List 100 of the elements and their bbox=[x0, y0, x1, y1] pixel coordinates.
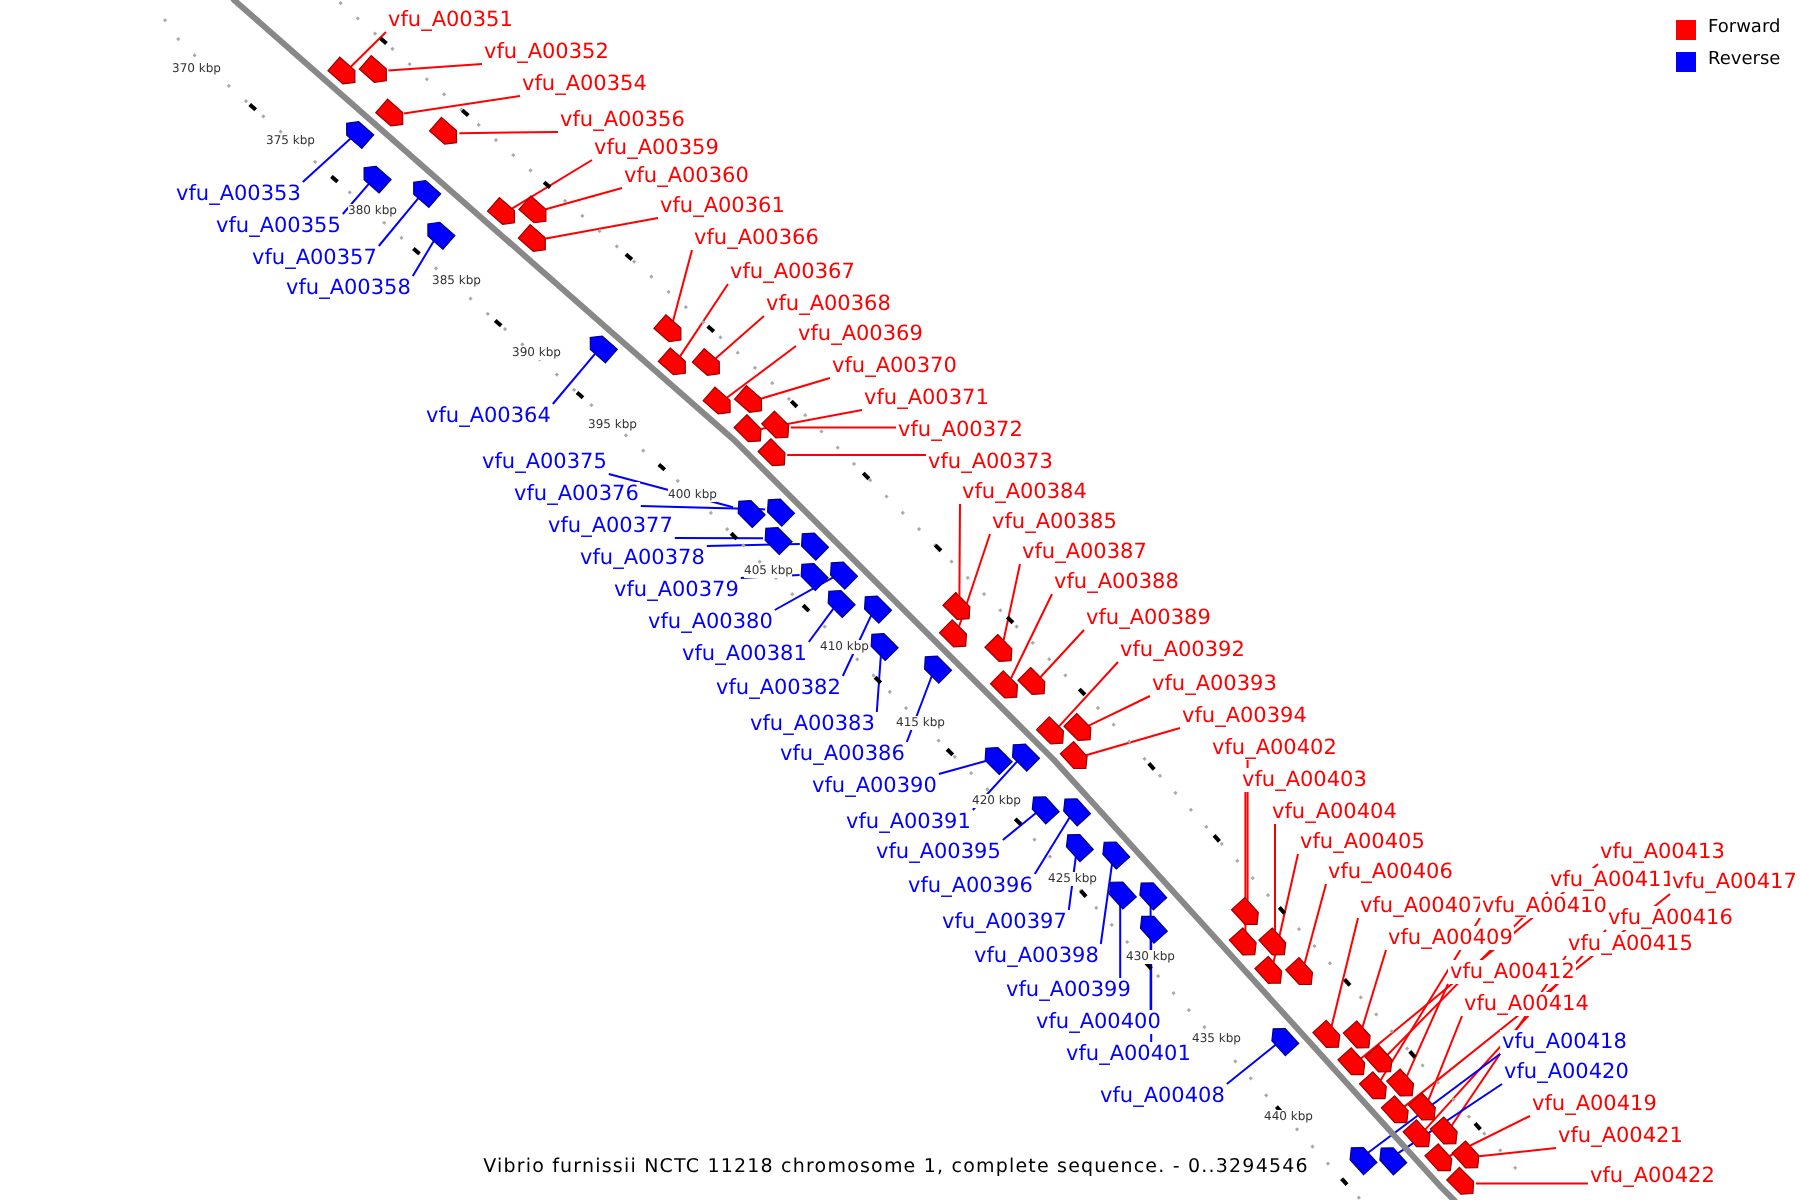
gene-feature bbox=[589, 335, 619, 364]
gene-feature bbox=[733, 384, 763, 413]
gene-label: vfu_A00373 bbox=[926, 450, 1055, 474]
gene-feature bbox=[800, 532, 830, 561]
gene-feature bbox=[1424, 1142, 1453, 1172]
leader-line bbox=[807, 607, 835, 643]
leader-line bbox=[1427, 1015, 1463, 1102]
gene-feature bbox=[989, 670, 1019, 699]
gene-feature bbox=[923, 655, 953, 684]
gene-feature bbox=[1284, 956, 1314, 986]
leader-line bbox=[679, 283, 729, 358]
gene-feature bbox=[1364, 1044, 1393, 1073]
leader-line bbox=[705, 543, 801, 547]
gene-label: vfu_A00408 bbox=[1098, 1084, 1227, 1108]
gene-feature bbox=[1402, 1118, 1431, 1148]
leader-line bbox=[1330, 917, 1359, 1028]
gene-label: vfu_A00359 bbox=[592, 136, 721, 160]
gene-feature bbox=[1139, 915, 1169, 945]
gene-feature bbox=[327, 56, 356, 85]
leader-line bbox=[551, 352, 596, 405]
legend-label: Reverse bbox=[1708, 50, 1781, 70]
leader-line bbox=[875, 655, 882, 713]
caption: Vibrio furnissii NCTC 11218 chromosome 1, complete sequence. - 0..3294546 bbox=[483, 1156, 1309, 1178]
gene-feature bbox=[760, 410, 790, 439]
gene-feature bbox=[938, 619, 968, 648]
gene-label: vfu_A00400 bbox=[1034, 1010, 1163, 1034]
leader-line bbox=[349, 31, 387, 68]
gene-feature bbox=[766, 498, 796, 527]
gene-feature bbox=[1337, 1046, 1366, 1076]
leader-line bbox=[760, 409, 863, 430]
gene-feature bbox=[518, 195, 547, 224]
gene-feature bbox=[1385, 1068, 1415, 1097]
leader-line bbox=[937, 760, 987, 775]
gene-feature bbox=[413, 180, 442, 209]
gene-label: vfu_A00390 bbox=[810, 774, 939, 798]
gene-feature bbox=[653, 313, 682, 343]
leader-line bbox=[1119, 905, 1122, 979]
gene-feature bbox=[757, 437, 786, 467]
gene-label: vfu_A00417 bbox=[1670, 870, 1799, 894]
gene-label: vfu_A00370 bbox=[830, 354, 959, 378]
leader-line bbox=[1274, 823, 1276, 932]
gene-label: vfu_A00354 bbox=[520, 72, 649, 96]
gene-label: vfu_A00396 bbox=[906, 874, 1035, 898]
gene-feature bbox=[863, 595, 893, 624]
gene-feature bbox=[427, 221, 456, 251]
gene-label: vfu_A00389 bbox=[1084, 606, 1213, 630]
gene-label: vfu_A00376 bbox=[512, 482, 641, 506]
gene-label: vfu_A00413 bbox=[1598, 840, 1727, 864]
leader-line bbox=[411, 240, 435, 277]
gene-feature bbox=[1108, 881, 1138, 910]
gene-feature bbox=[1063, 712, 1092, 742]
gene-feature bbox=[1451, 1140, 1480, 1169]
gene-feature bbox=[374, 98, 404, 127]
gene-feature bbox=[1031, 796, 1060, 825]
gene-label: vfu_A00394 bbox=[1180, 704, 1309, 728]
gene-feature bbox=[827, 589, 856, 619]
gene-label: vfu_A00357 bbox=[250, 246, 379, 270]
gene-label: vfu_A00384 bbox=[960, 480, 1089, 504]
gene-label: vfu_A00353 bbox=[174, 182, 303, 206]
leader-line bbox=[458, 131, 559, 135]
gene-label: vfu_A00419 bbox=[1530, 1092, 1659, 1116]
gene-feature bbox=[737, 499, 766, 529]
leader-line bbox=[1244, 791, 1247, 932]
gene-feature bbox=[1063, 798, 1092, 827]
gene-label: vfu_A00386 bbox=[778, 742, 907, 766]
gene-label: vfu_A00355 bbox=[214, 214, 343, 238]
gene-label: vfu_A00387 bbox=[1020, 540, 1149, 564]
leader-line bbox=[958, 503, 961, 597]
gene-feature bbox=[1011, 743, 1041, 772]
leader-line bbox=[958, 533, 991, 628]
gene-label: vfu_A00383 bbox=[748, 712, 877, 736]
leader-line bbox=[387, 63, 483, 72]
gene-label: vfu_A00360 bbox=[622, 164, 751, 188]
gene-feature bbox=[984, 746, 1013, 776]
gene-feature bbox=[1312, 1019, 1341, 1048]
leader-line bbox=[301, 137, 352, 183]
gene-feature bbox=[1379, 1147, 1408, 1176]
gene-feature bbox=[1429, 1116, 1458, 1145]
gene-feature bbox=[1065, 834, 1095, 863]
gene-feature bbox=[1059, 740, 1088, 770]
gene-feature bbox=[1139, 882, 1168, 911]
leader-line bbox=[639, 505, 767, 511]
gene-label: vfu_A00367 bbox=[728, 260, 857, 284]
leader-line bbox=[760, 377, 831, 400]
gene-label: vfu_A00393 bbox=[1150, 672, 1279, 696]
gene-feature bbox=[691, 347, 720, 376]
gene-label: vfu_A00395 bbox=[874, 840, 1003, 864]
gene-feature bbox=[800, 562, 829, 592]
leader-line bbox=[1002, 563, 1021, 642]
leader-line bbox=[786, 454, 927, 456]
gene-label: vfu_A00418 bbox=[1500, 1030, 1629, 1054]
gene-label: vfu_A00371 bbox=[862, 386, 991, 410]
leader-line bbox=[1009, 593, 1053, 680]
leader-line bbox=[672, 249, 693, 323]
leader-line bbox=[1478, 1147, 1557, 1158]
gene-label: vfu_A00416 bbox=[1606, 906, 1735, 930]
gene-feature bbox=[1349, 1147, 1378, 1176]
gene-feature bbox=[1358, 1070, 1387, 1100]
leader-line bbox=[1225, 1043, 1277, 1085]
leader-line bbox=[789, 426, 897, 429]
